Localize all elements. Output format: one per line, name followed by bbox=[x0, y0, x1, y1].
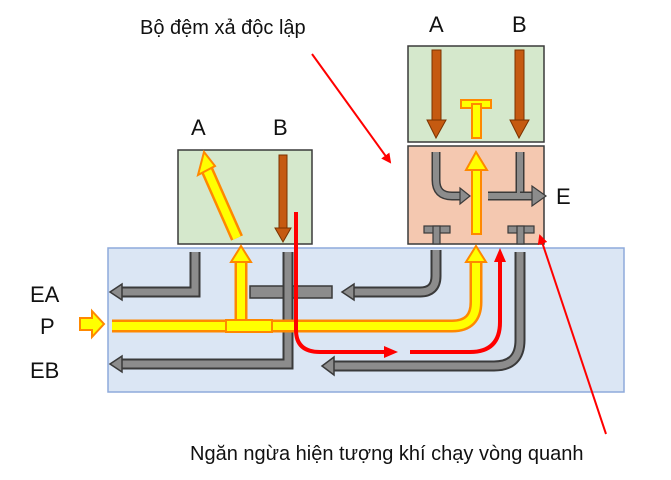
left-valve-port-b-label: B bbox=[273, 115, 288, 140]
red-flow-path bbox=[294, 212, 506, 358]
bottom-caption: Ngăn ngừa hiện tượng khí chạy vòng quanh bbox=[190, 443, 584, 465]
manifold-port-ea-label: EA bbox=[30, 282, 60, 307]
right-valve-port-a-label: A bbox=[429, 12, 444, 37]
exhaust-port-e-label: E bbox=[556, 184, 571, 209]
left-valve-body bbox=[177, 149, 313, 245]
right-valve-port-b-label: B bbox=[512, 12, 527, 37]
manifold-port-p-label: P bbox=[40, 314, 55, 339]
top-caption: Bộ đệm xả độc lập bbox=[140, 17, 306, 39]
bottom-caption-leader bbox=[537, 234, 607, 435]
gray-exhaust-paths bbox=[108, 250, 526, 377]
brown-exhaust-arrows bbox=[274, 49, 530, 244]
top-caption-leader bbox=[311, 53, 392, 164]
spacer-internal-paths bbox=[423, 152, 548, 245]
manifold-port-eb-label: EB bbox=[30, 358, 59, 383]
yellow-pressure-paths bbox=[79, 99, 492, 340]
left-valve-port-a-label: A bbox=[191, 115, 206, 140]
